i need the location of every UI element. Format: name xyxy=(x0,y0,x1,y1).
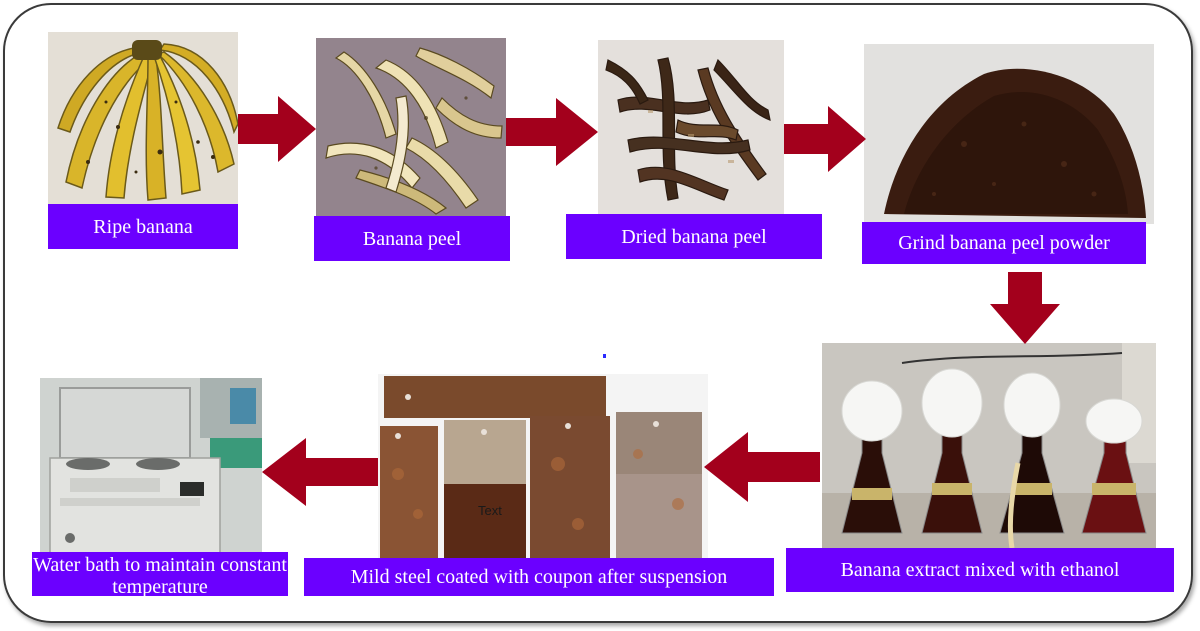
diagram-frame xyxy=(3,3,1193,623)
stray-dot xyxy=(603,354,606,358)
arrow-6 xyxy=(262,438,378,506)
label-dried-banana-peel: Dried banana peel xyxy=(566,214,822,259)
coupon-overlay-text: Text xyxy=(478,503,502,518)
arrow-3 xyxy=(784,106,866,172)
ripe-banana-photo xyxy=(48,32,238,204)
label-ripe-banana: Ripe banana xyxy=(48,204,238,249)
dried-banana-peel-photo xyxy=(598,40,784,214)
powder-photo xyxy=(864,44,1154,224)
label-mild-steel: Mild steel coated with coupon after susp… xyxy=(304,558,774,596)
label-grind-powder: Grind banana peel powder xyxy=(862,222,1146,264)
label-water-bath: Water bath to maintain constant temperat… xyxy=(32,552,288,596)
banana-peel-photo xyxy=(316,38,506,216)
arrow-4 xyxy=(990,272,1060,344)
label-banana-peel: Banana peel xyxy=(314,216,510,261)
extract-ethanol-photo xyxy=(822,343,1156,548)
arrow-5 xyxy=(704,432,820,502)
label-extract-ethanol: Banana extract mixed with ethanol xyxy=(786,548,1174,592)
water-bath-photo xyxy=(40,378,262,556)
arrow-1 xyxy=(238,96,316,162)
arrow-2 xyxy=(506,98,598,166)
mild-steel-photo xyxy=(378,374,708,558)
